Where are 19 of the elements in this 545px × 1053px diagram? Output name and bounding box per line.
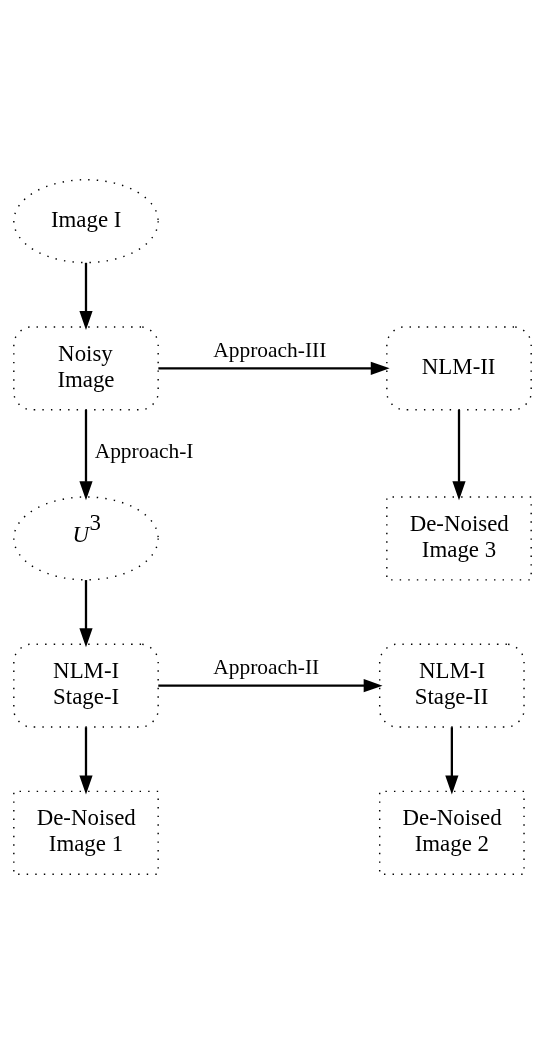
node-box: De-Noised Image 3 — [386, 495, 532, 581]
arrow — [79, 262, 93, 330]
arrow — [158, 361, 390, 375]
node-box: NLM-II — [386, 325, 532, 411]
edge-label: Approach-III — [213, 337, 327, 362]
node-box: De-Noised Image 1 — [13, 790, 159, 875]
node-box: De-Noised Image 2 — [378, 790, 525, 875]
edge-label: Approach-II — [213, 654, 320, 679]
arrow — [445, 726, 459, 794]
arrow — [79, 409, 93, 500]
arrow — [79, 726, 93, 794]
node-box: NLM-I Stage-I — [13, 642, 159, 728]
edge-label: Approach-I — [94, 438, 194, 463]
arrow — [79, 579, 93, 647]
arrow — [452, 409, 466, 500]
node-box: NLM-I Stage-II — [378, 642, 525, 728]
node-ellipse: Image I — [13, 178, 159, 263]
node-box: Noisy Image — [13, 325, 159, 411]
arrow — [158, 678, 383, 692]
